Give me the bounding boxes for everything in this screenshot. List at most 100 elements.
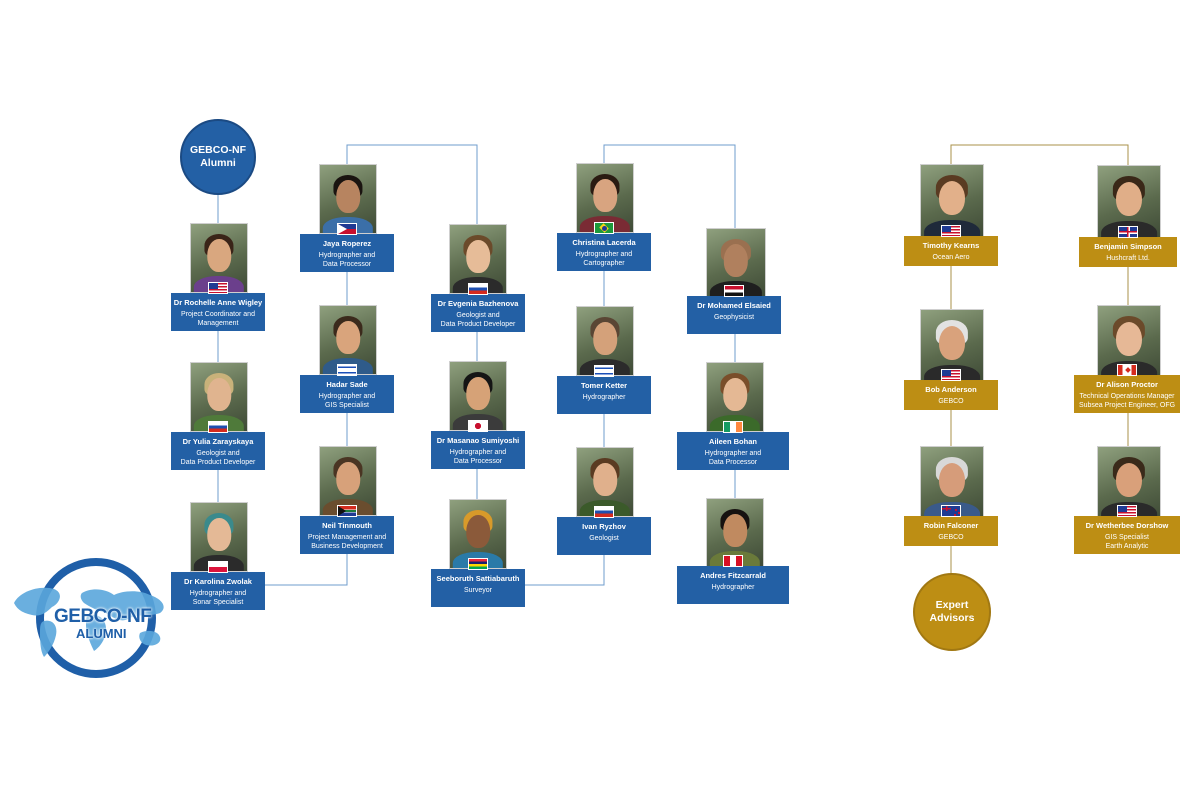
country-flag-icon bbox=[594, 365, 614, 377]
member-name: Tomer Ketter bbox=[580, 381, 628, 390]
portrait-photo bbox=[190, 223, 248, 293]
member-role: Hydrographer and Data Processor bbox=[318, 252, 376, 268]
member-role: Hydrographer and Data Processor bbox=[449, 449, 507, 465]
country-flag-icon bbox=[208, 282, 228, 294]
member-role: Technical Operations Manager Subsea Proj… bbox=[1078, 393, 1176, 409]
country-flag-icon bbox=[337, 505, 357, 517]
member-name: Hadar Sade bbox=[326, 380, 368, 389]
member-role: Hushcraft Ltd. bbox=[1106, 255, 1150, 262]
member-role: Geologist and Data Product Developer bbox=[180, 450, 256, 466]
gebco-nf-alumni-logo: GEBCO-NF ALUMNI bbox=[10, 555, 172, 685]
member-name: Bob Anderson bbox=[925, 385, 977, 394]
country-flag-icon bbox=[1118, 226, 1138, 238]
expert-advisors-circle: Expert Advisors bbox=[913, 573, 991, 651]
member-name: Dr Yulia Zarayskaya bbox=[182, 437, 254, 446]
portrait-photo bbox=[576, 306, 634, 376]
portrait-photo bbox=[1097, 305, 1161, 379]
advisors-circle-line2: Advisors bbox=[929, 612, 975, 624]
member-role: Surveyor bbox=[463, 587, 492, 594]
member-role: GEBCO bbox=[938, 398, 964, 405]
country-flag-icon bbox=[1117, 364, 1137, 376]
member-name: Andres Fitzcarrald bbox=[700, 571, 766, 580]
member-role: Hydrographer bbox=[582, 394, 626, 401]
member-name: Dr Mohamed Elsaied bbox=[697, 301, 771, 310]
member-role: Geophysicist bbox=[713, 314, 755, 321]
country-flag-icon bbox=[941, 369, 961, 381]
member-role: Ocean Aero bbox=[932, 254, 970, 261]
country-flag-icon bbox=[468, 283, 488, 295]
logo-line1: GEBCO-NF bbox=[54, 606, 152, 627]
country-flag-icon bbox=[468, 558, 488, 570]
member-name: Seeboruth Sattiabaruth bbox=[436, 574, 520, 583]
member-name: Robin Falconer bbox=[923, 521, 979, 530]
member-role: GEBCO bbox=[938, 534, 964, 541]
member-role: Hydrographer and Cartographer bbox=[575, 251, 633, 267]
member-role: Hydrographer bbox=[711, 584, 755, 591]
portrait-photo bbox=[706, 362, 764, 432]
member-role: Hydrographer and Data Processor bbox=[704, 450, 762, 466]
portrait-photo bbox=[319, 164, 377, 234]
country-flag-icon bbox=[208, 421, 228, 433]
country-flag-icon bbox=[1117, 505, 1137, 517]
logo-line2: ALUMNI bbox=[76, 626, 127, 641]
portrait-photo bbox=[190, 362, 248, 432]
member-name: Dr Karolina Zwolak bbox=[184, 577, 252, 586]
member-name: Christina Lacerda bbox=[572, 238, 636, 247]
country-flag-icon bbox=[337, 223, 357, 235]
member-name: Jaya Roperez bbox=[322, 239, 372, 248]
member-name: Dr Masanao Sumiyoshi bbox=[436, 436, 520, 445]
member-name: Timothy Kearns bbox=[922, 241, 980, 250]
country-flag-icon bbox=[723, 421, 743, 433]
member-role: Geologist and Data Product Developer bbox=[440, 312, 516, 328]
portrait-photo bbox=[190, 502, 248, 572]
country-flag-icon bbox=[941, 505, 961, 517]
member-role: Project Coordinator and Management bbox=[181, 311, 255, 327]
member-name: Aileen Bohan bbox=[709, 437, 757, 446]
country-flag-icon bbox=[594, 222, 614, 234]
country-flag-icon bbox=[723, 555, 743, 567]
member-role: Project Management and Business Developm… bbox=[307, 534, 387, 550]
country-flag-icon bbox=[468, 420, 488, 432]
alumni-circle-line2: Alumni bbox=[200, 157, 236, 169]
world-map-icon bbox=[14, 587, 164, 657]
alumni-circle-line1: GEBCO-NF bbox=[190, 144, 246, 156]
member-name: Neil Tinmouth bbox=[322, 521, 372, 530]
portrait-photo bbox=[706, 228, 766, 298]
member-name: Dr Alison Proctor bbox=[1096, 380, 1158, 389]
member-role: Hydrographer and GIS Specialist bbox=[318, 393, 376, 409]
member-name: Benjamin Simpson bbox=[1094, 242, 1162, 251]
country-flag-icon bbox=[594, 506, 614, 518]
member-name: Dr Wetherbee Dorshow bbox=[1085, 521, 1169, 530]
portrait-photo bbox=[449, 224, 507, 294]
member-role: Geologist bbox=[589, 535, 619, 542]
portrait-photo bbox=[449, 499, 507, 569]
member-role: GIS Specialist Earth Analytic bbox=[1105, 534, 1149, 550]
gebco-nf-alumni-circle: GEBCO-NF Alumni bbox=[180, 119, 256, 195]
country-flag-icon bbox=[941, 225, 961, 237]
member-name: Dr Rochelle Anne Wigley bbox=[173, 298, 263, 307]
country-flag-icon bbox=[208, 561, 228, 573]
member-name: Dr Evgenia Bazhenova bbox=[437, 299, 519, 308]
